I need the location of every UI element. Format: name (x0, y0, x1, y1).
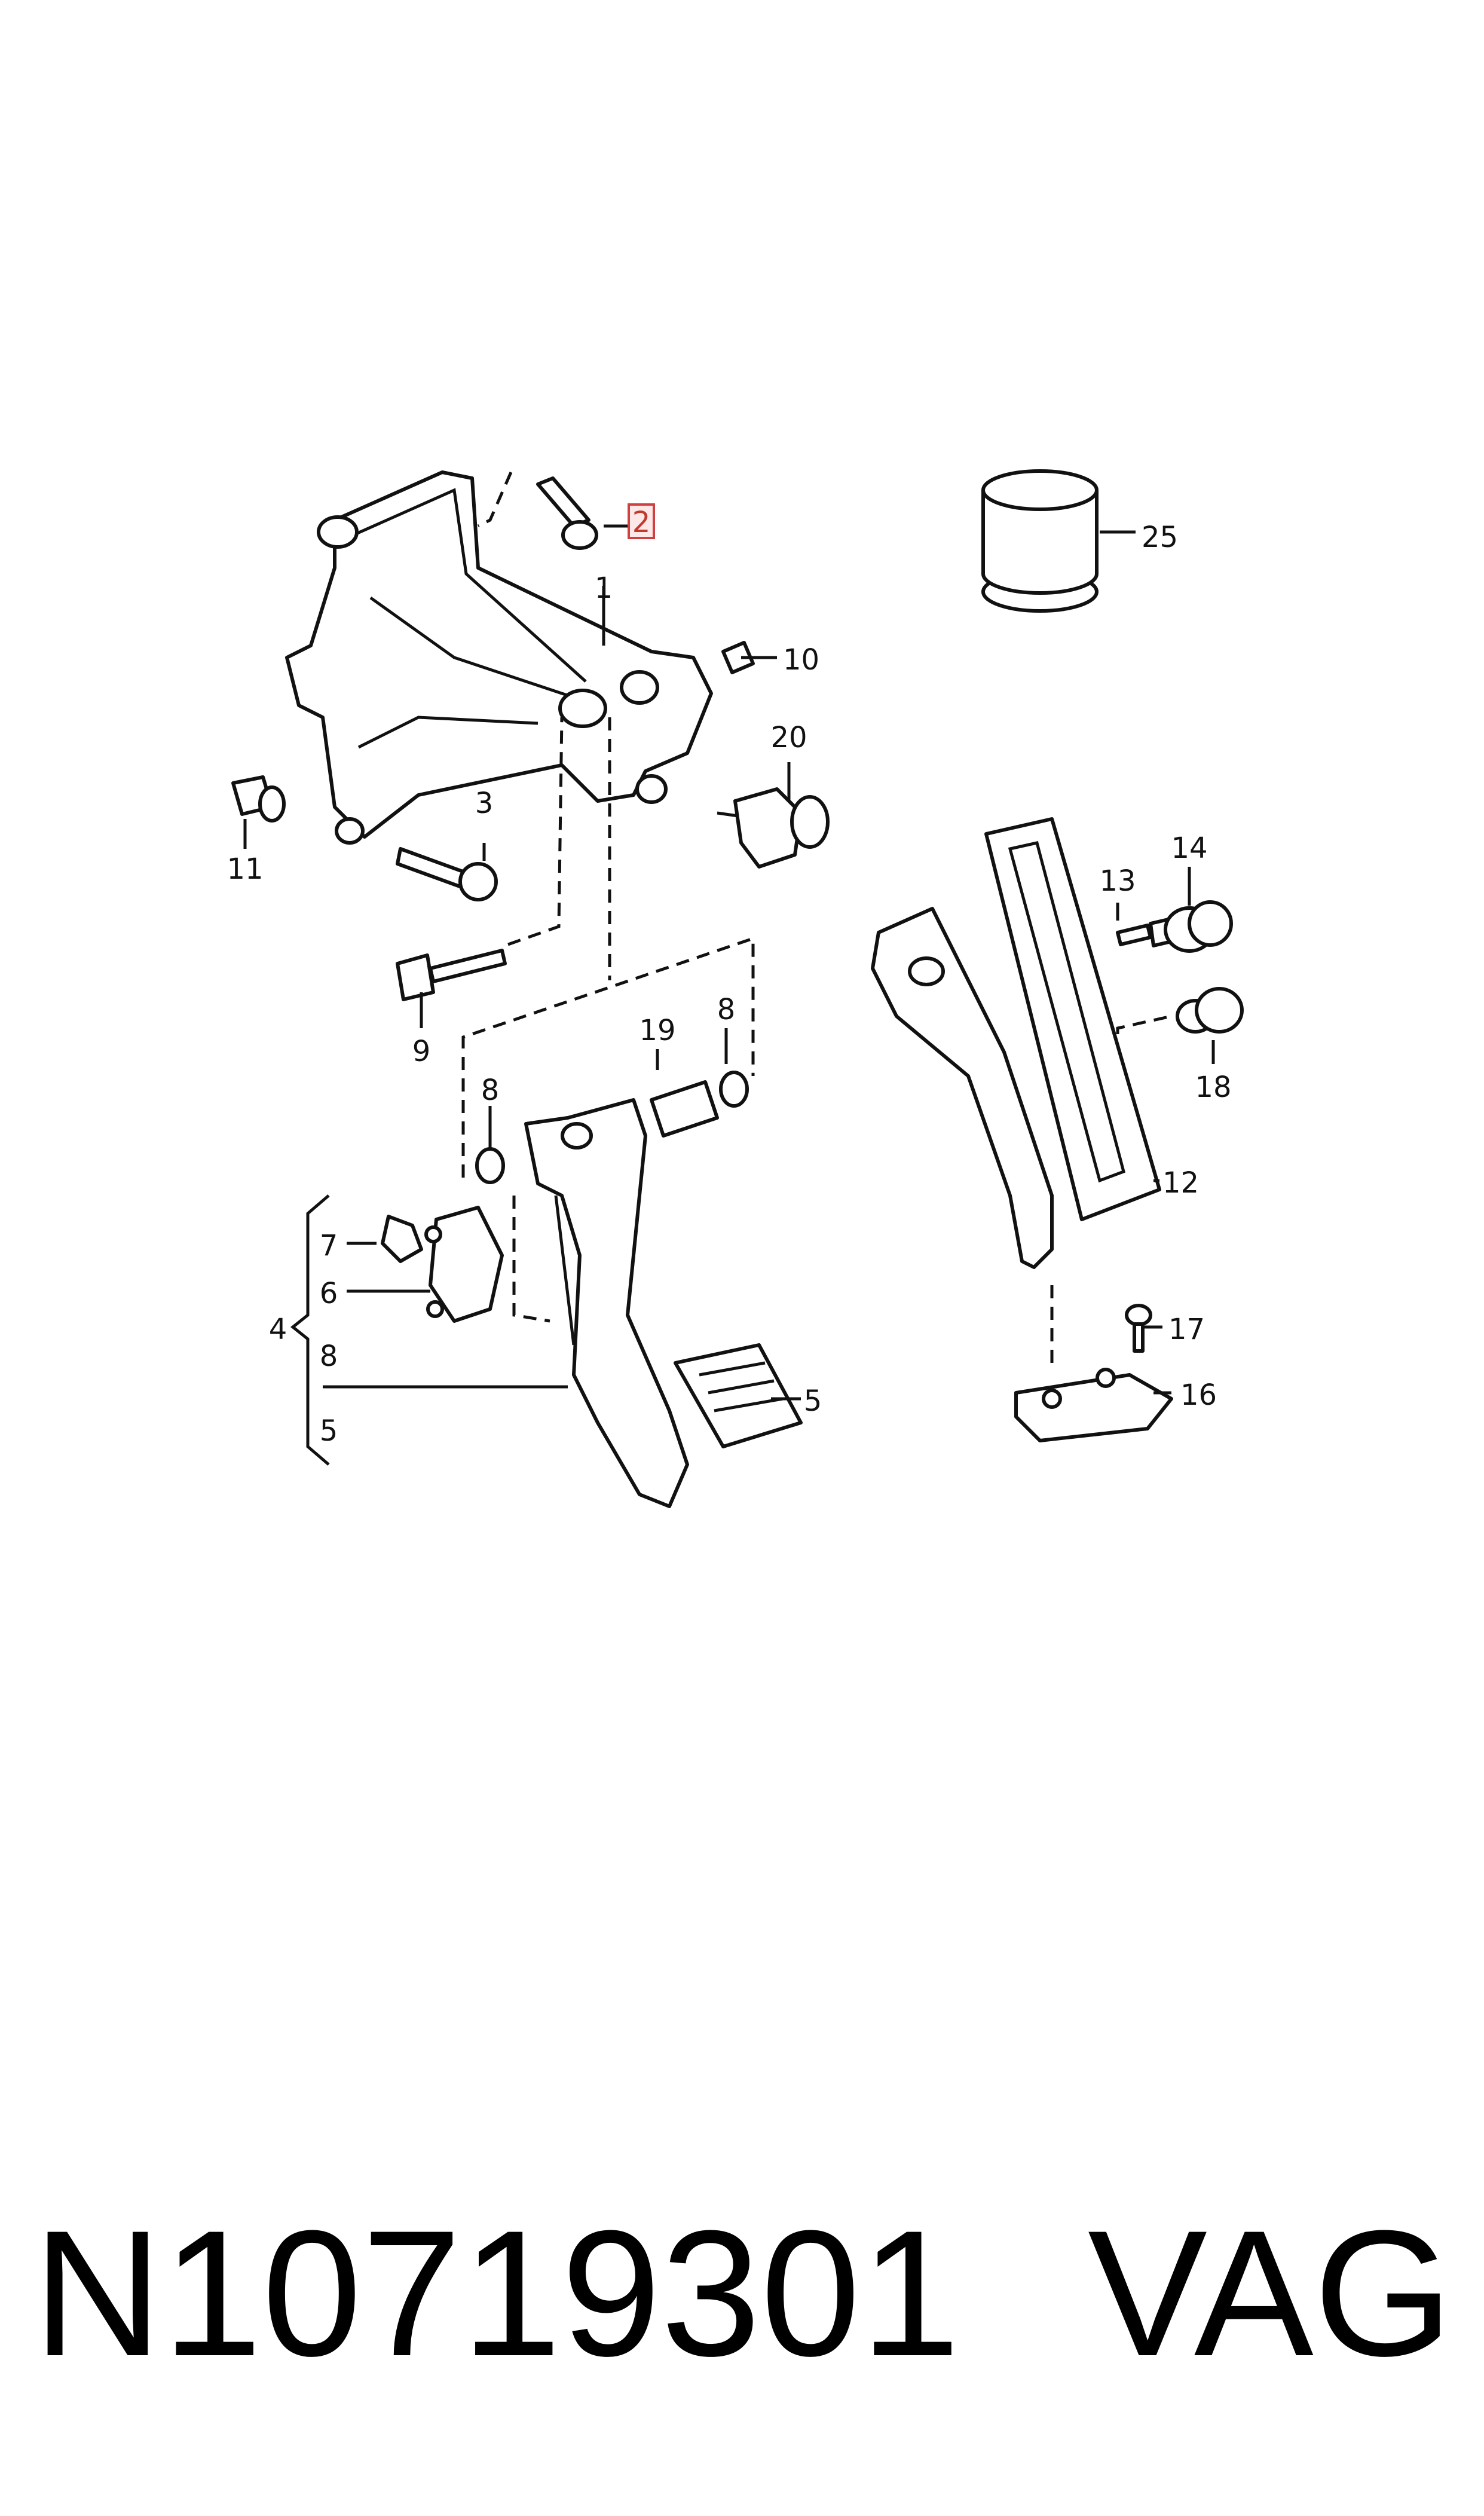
callout-10: 10 (783, 643, 819, 677)
callout-9: 9 (412, 1035, 431, 1068)
callout-5-pedal: 5 (804, 1384, 822, 1418)
dash-frame (461, 936, 755, 1178)
callout-12: 12 (1162, 1166, 1199, 1200)
bolt-3 (396, 847, 498, 901)
callout-25: 25 (1142, 521, 1178, 554)
bushing-19 (650, 1080, 719, 1138)
callout-8-top: 8 (717, 993, 736, 1026)
callout-3: 3 (475, 787, 494, 820)
clutch-pedal (524, 1098, 689, 1508)
pedal-bracket (285, 470, 713, 845)
stop-18 (1176, 987, 1244, 1034)
nut-10 (721, 641, 755, 674)
callout-17: 17 (1168, 1313, 1205, 1346)
callout-7: 7 (320, 1229, 338, 1262)
accelerator-pedal (871, 817, 1161, 1269)
callout-2-highlight (628, 503, 655, 539)
pedal-pad (674, 1343, 803, 1448)
callout-6: 6 (320, 1277, 338, 1310)
screw-2 (536, 476, 598, 550)
leader-2 (477, 471, 513, 528)
washer-8-right (719, 1071, 749, 1108)
callout-8-bracket: 8 (320, 1340, 338, 1373)
brand-label: VAG (1088, 2193, 1453, 2393)
callout-5-bracket: 5 (320, 1414, 338, 1448)
leader-18 (1116, 1014, 1172, 1034)
callout-20: 20 (770, 721, 807, 754)
leader-lines (243, 524, 1215, 1466)
callout-13: 13 (1099, 864, 1136, 898)
sleeve-25 (981, 469, 1099, 613)
base-16 (1014, 1368, 1173, 1442)
bracket-6 (424, 1206, 504, 1323)
callout-11: 11 (227, 852, 263, 886)
stop-14 (1164, 900, 1233, 953)
callout-8-left: 8 (481, 1074, 500, 1107)
callout-19: 19 (639, 1014, 675, 1047)
washer-8-left (475, 1147, 505, 1184)
callout-14: 14 (1171, 831, 1207, 865)
screw-17 (1125, 1304, 1152, 1353)
part-number: N10719301 (33, 2193, 960, 2393)
switch-20 (717, 787, 830, 869)
callout-4: 4 (269, 1313, 287, 1346)
callout-16: 16 (1180, 1378, 1217, 1412)
callout-18: 18 (1195, 1071, 1231, 1104)
callout-2: 2 (632, 506, 651, 539)
clip-7 (381, 1215, 423, 1263)
sleeve-11 (231, 775, 286, 823)
callout-1: 1 (595, 571, 613, 605)
bolt-9 (396, 949, 507, 1001)
bolt-13 (1116, 918, 1173, 947)
leader-9-up (507, 717, 564, 946)
leader-6 (512, 1196, 550, 1323)
